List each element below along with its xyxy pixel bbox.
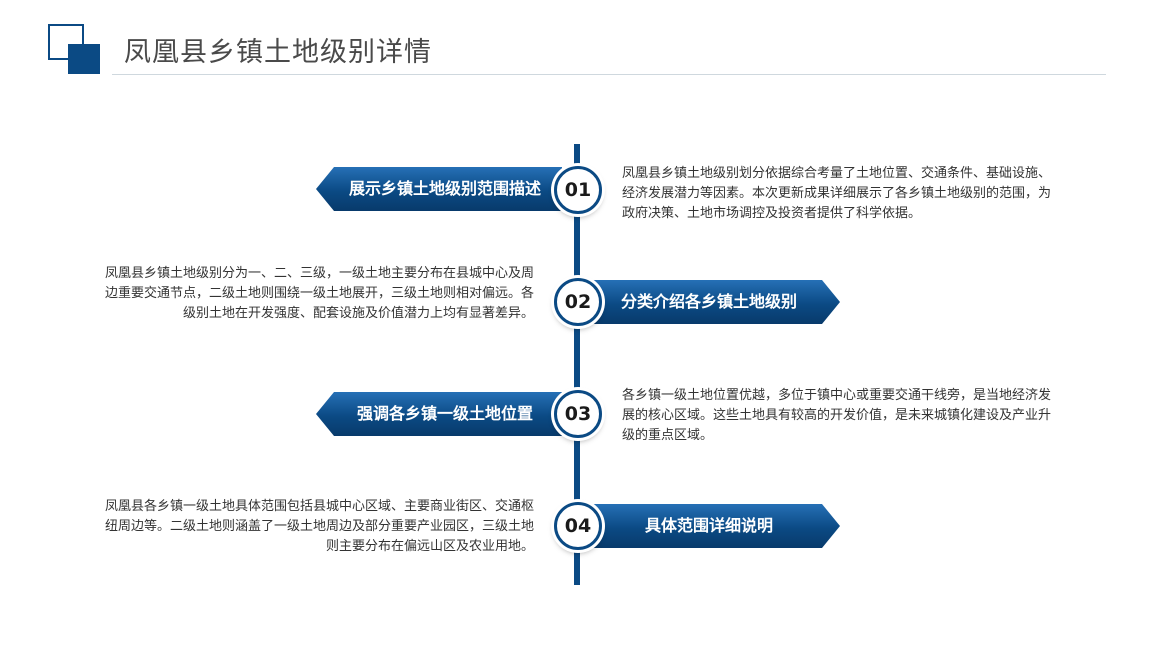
item-2-description: 凤凰县乡镇土地级别分为一、二、三级，一级土地主要分布在县城中心及周边重要交通节点… [104, 266, 534, 321]
item-3-banner: 强调各乡镇一级土地位置 [316, 392, 562, 436]
item-2-banner: 分类介绍各乡镇土地级别 [590, 280, 840, 324]
item-3-description: 各乡镇一级土地位置优越，多位于镇中心或重要交通干线旁，是当地经济发展的核心区域。… [622, 388, 1052, 443]
logo-squares-icon [48, 24, 100, 74]
item-1-description: 凤凰县乡镇土地级别划分依据综合考量了土地位置、交通条件、基础设施、经济发展潜力等… [622, 166, 1052, 221]
item-1-banner: 展示乡镇土地级别范围描述 [316, 167, 562, 211]
item-4-description: 凤凰县各乡镇一级土地具体范围包括县城中心区域、主要商业街区、交通枢纽周边等。二级… [104, 499, 534, 554]
item-4-banner: 具体范围详细说明 [590, 504, 840, 548]
item-1-heading: 展示乡镇土地级别范围描述 [348, 179, 541, 198]
page-title: 凤凰县乡镇土地级别详情 [124, 37, 432, 68]
item-2-number-badge: 02 [554, 278, 602, 326]
item-2-heading: 分类介绍各乡镇土地级别 [620, 292, 797, 311]
item-4-heading: 具体范围详细说明 [644, 516, 773, 535]
item-3-number-badge: 03 [554, 390, 602, 438]
title-divider [112, 74, 1106, 75]
timeline-axis [574, 144, 580, 585]
item-1-number-badge: 01 [554, 166, 602, 214]
item-3-heading: 强调各乡镇一级土地位置 [356, 404, 533, 423]
item-4-number-badge: 04 [554, 502, 602, 550]
